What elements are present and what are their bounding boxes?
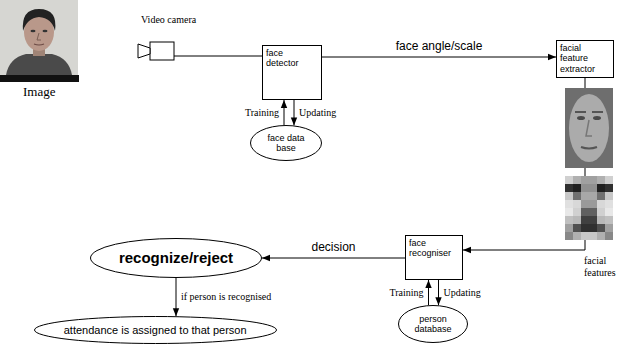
- process-box: facial feature extractor: [556, 40, 614, 78]
- arrow-connector: [438, 280, 439, 305]
- database-ellipse: person database: [398, 305, 468, 343]
- edge-label: Updating: [298, 107, 337, 119]
- edge-label: decision: [310, 241, 356, 255]
- result-ellipse: attendance is assigned to that person: [34, 316, 277, 344]
- ellipse-shape: [34, 317, 276, 344]
- edge-label: Training: [244, 107, 280, 119]
- edge-label: Updating: [443, 287, 482, 299]
- node-text: attendance is assigned to that person: [64, 324, 247, 337]
- decision-ellipse: recognize/reject: [90, 238, 262, 278]
- node-text: person database: [410, 314, 456, 335]
- facial-features-image: [565, 176, 613, 240]
- arrow-connector: [262, 258, 405, 259]
- image-caption: facial features: [583, 255, 629, 278]
- process-box: face detector: [262, 45, 322, 100]
- arrow-connector: [284, 100, 285, 125]
- video-camera-symbol: [138, 42, 262, 60]
- portrait-photo: [0, 0, 79, 82]
- image-caption: Image: [22, 85, 56, 100]
- ellipse-shape: [251, 126, 322, 161]
- node-text: face recogniser: [409, 238, 459, 259]
- edge-label: Training: [388, 287, 424, 299]
- node-text: face data base: [263, 133, 309, 154]
- edge-label: if person is recognised: [180, 291, 272, 303]
- node-text: facial feature extractor: [560, 43, 610, 74]
- arrow-connector: [176, 278, 177, 316]
- database-ellipse: face data base: [250, 125, 322, 161]
- ellipse-shape: [91, 239, 262, 278]
- face-image: [565, 88, 613, 168]
- node-text: recognize/reject: [119, 249, 233, 266]
- node-text: face detector: [266, 48, 318, 69]
- arrow-connector: [428, 280, 429, 305]
- arrow-connector: [322, 57, 556, 58]
- process-box: face recogniser: [405, 235, 463, 280]
- edge-label: face angle/scale: [395, 40, 484, 54]
- ellipse-shape: [399, 306, 468, 343]
- device-label: Video camera: [140, 14, 197, 26]
- arrow-connector: [294, 100, 295, 125]
